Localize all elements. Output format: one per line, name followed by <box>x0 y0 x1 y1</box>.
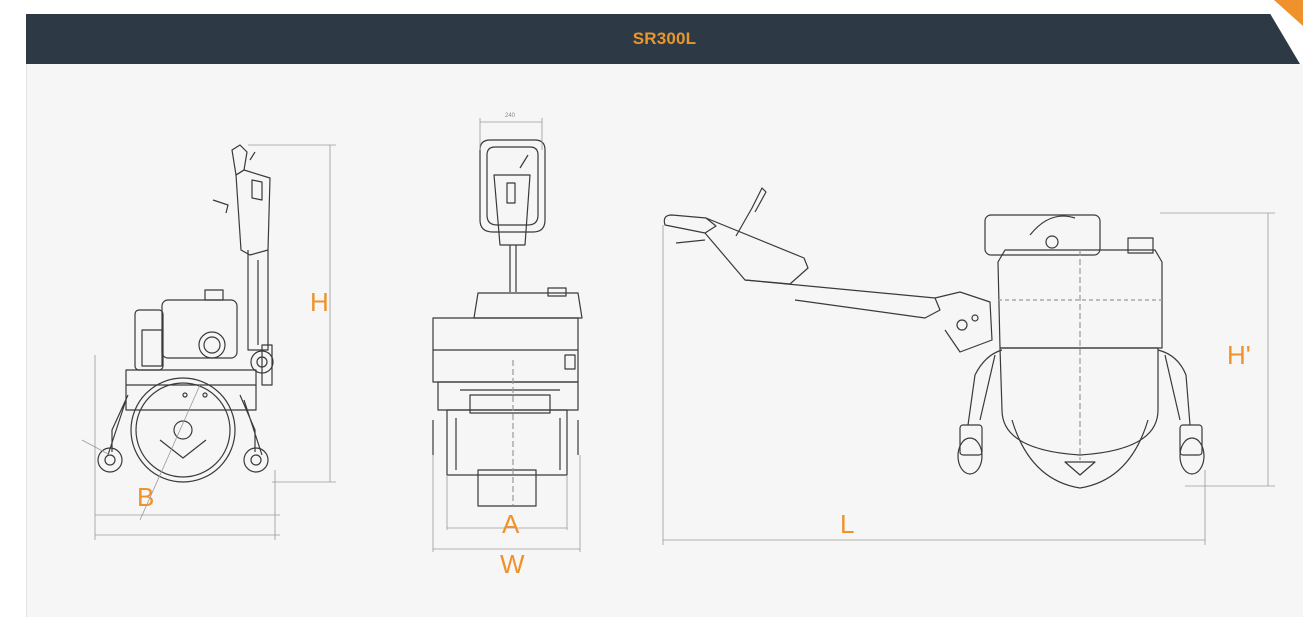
drum-width-label-A: A <box>502 509 520 539</box>
handle-width-label: 240 <box>505 113 516 119</box>
dimension-lines <box>81 118 1275 552</box>
overall-width-label-W: W <box>500 549 525 579</box>
height-label-H: H <box>310 287 329 317</box>
corner-accent-icon <box>1262 0 1303 64</box>
drawing-panel <box>26 64 1303 617</box>
model-title: SR300L <box>632 29 697 48</box>
corner-accent-triangle <box>1274 0 1303 26</box>
front-view-drawing <box>432 139 583 507</box>
side-view-drawing <box>97 144 274 483</box>
length-label-L: L <box>840 509 855 539</box>
height-label-H-prime: H' <box>1227 340 1251 370</box>
long-view-drawing <box>663 187 1205 489</box>
drum-label-B: B <box>137 482 155 512</box>
title-bar: SR300L <box>26 14 1303 64</box>
